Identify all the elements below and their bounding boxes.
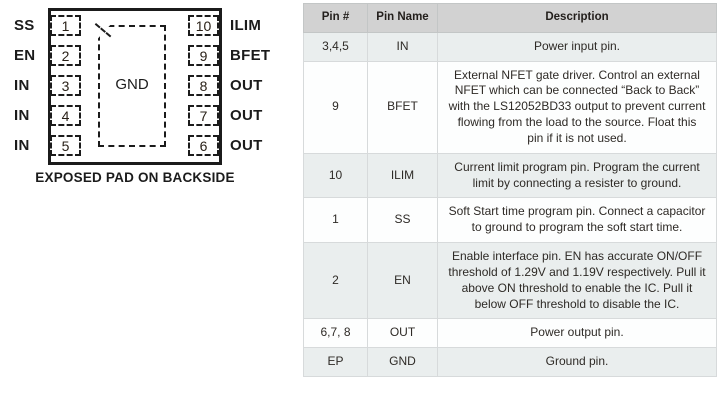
gnd-exposed-pad <box>98 25 166 147</box>
cell-pin-number: 3,4,5 <box>303 31 368 62</box>
cell-pin-name: GND <box>367 347 438 378</box>
pin-pad-5: 5 <box>50 135 81 156</box>
pin-label-out-8: OUT <box>230 77 263 94</box>
pin-pad-1: 1 <box>50 15 81 36</box>
table-header-row: Pin # Pin Name Description <box>303 3 717 33</box>
pin-label-in-4: IN <box>14 107 30 124</box>
cell-pin-number: 1 <box>303 197 368 244</box>
pin-pad-10: 10 <box>188 15 219 36</box>
cell-pin-name: OUT <box>367 318 438 349</box>
pin-description-table: Pin # Pin Name Description 3,4,5 IN Powe… <box>303 3 717 378</box>
table-row: EP GND Ground pin. <box>303 347 717 378</box>
cell-pin-number: 9 <box>303 60 368 154</box>
pin-pad-4: 4 <box>50 105 81 126</box>
cell-pin-name: ILIM <box>367 152 438 199</box>
cell-pin-name: IN <box>367 31 438 62</box>
table-row: 9 BFET External NFET gate driver. Contro… <box>303 60 717 154</box>
cell-pin-name: BFET <box>367 60 438 154</box>
gnd-pad-label: GND <box>115 76 149 93</box>
pin-label-out-6: OUT <box>230 137 263 154</box>
header-pin-number: Pin # <box>303 3 368 33</box>
cell-description: Enable interface pin. EN has accurate ON… <box>437 242 717 320</box>
pin-pad-2: 2 <box>50 45 81 66</box>
cell-description: Soft Start time program pin. Connect a c… <box>437 197 717 244</box>
pin-label-in-3: IN <box>14 77 30 94</box>
pin-label-ss: SS <box>14 17 35 34</box>
cell-pin-number: 10 <box>303 152 368 199</box>
table-row: 3,4,5 IN Power input pin. <box>303 31 717 62</box>
pin-label-out-7: OUT <box>230 107 263 124</box>
pin-pad-3: 3 <box>50 75 81 96</box>
cell-pin-name: SS <box>367 197 438 244</box>
table-row: 10 ILIM Current limit program pin. Progr… <box>303 152 717 199</box>
cell-description: Ground pin. <box>437 347 717 378</box>
header-description: Description <box>437 3 717 33</box>
pin-pad-7: 7 <box>188 105 219 126</box>
table-row: 2 EN Enable interface pin. EN has accura… <box>303 242 717 320</box>
pin-label-bfet: BFET <box>230 47 271 64</box>
cell-description: External NFET gate driver. Control an ex… <box>437 60 717 154</box>
cell-description: Power input pin. <box>437 31 717 62</box>
pin-label-en: EN <box>14 47 36 64</box>
pin-label-ilim: ILIM <box>230 17 262 34</box>
table-row: 6,7, 8 OUT Power output pin. <box>303 318 717 349</box>
header-pin-name: Pin Name <box>367 3 438 33</box>
pin-label-in-5: IN <box>14 137 30 154</box>
pin-pad-8: 8 <box>188 75 219 96</box>
pin-configuration-diagram: GND SS EN IN IN IN 1 2 3 4 5 10 9 8 7 6 … <box>0 0 300 400</box>
cell-pin-number: EP <box>303 347 368 378</box>
pin-pad-6: 6 <box>188 135 219 156</box>
cell-pin-number: 6,7, 8 <box>303 318 368 349</box>
cell-description: Power output pin. <box>437 318 717 349</box>
cell-description: Current limit program pin. Program the c… <box>437 152 717 199</box>
table-row: 1 SS Soft Start time program pin. Connec… <box>303 197 717 244</box>
cell-pin-name: EN <box>367 242 438 320</box>
cell-pin-number: 2 <box>303 242 368 320</box>
pin-pad-9: 9 <box>188 45 219 66</box>
exposed-pad-caption: EXPOSED PAD ON BACKSIDE <box>35 170 235 185</box>
